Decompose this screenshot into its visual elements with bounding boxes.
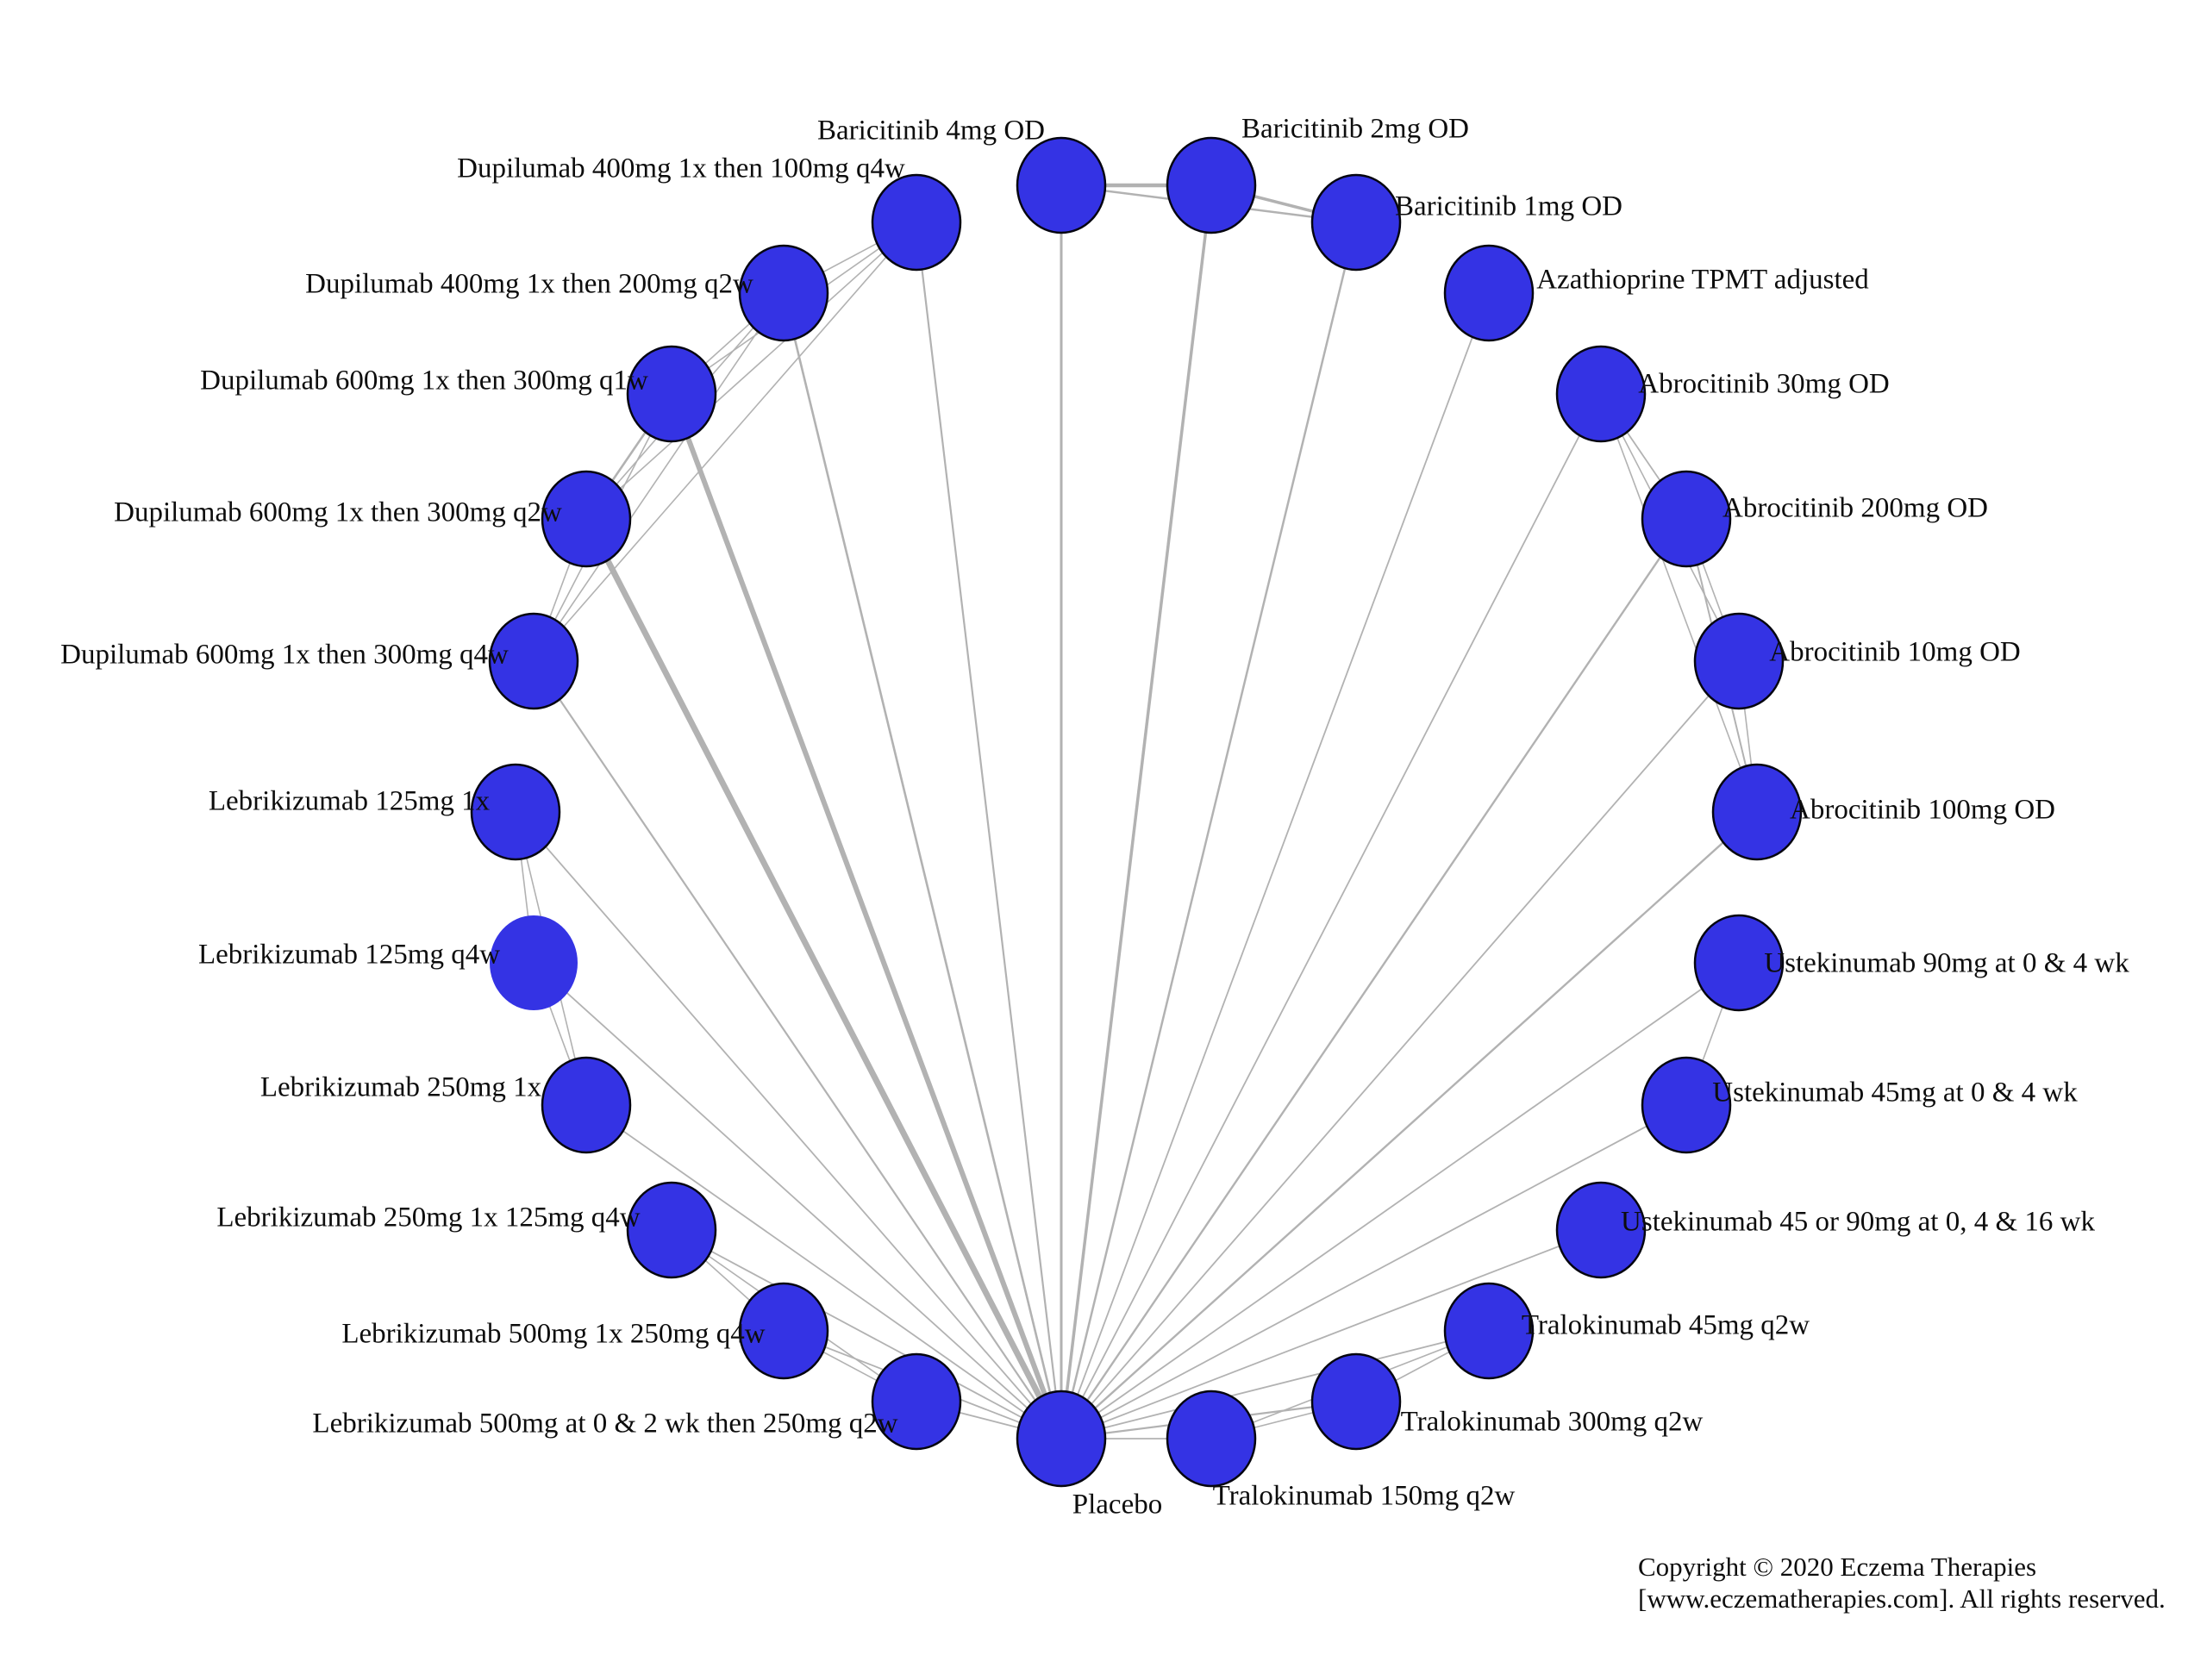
edge-ust90-placebo xyxy=(1060,962,1740,1440)
node-bari1 xyxy=(1310,173,1402,272)
edge-ust45-placebo xyxy=(1060,1104,1687,1440)
node-tral45 xyxy=(1443,1282,1535,1380)
node-layer xyxy=(470,136,1803,1488)
edge-leb125x1-placebo xyxy=(515,811,1062,1440)
node-label-tral300: Tralokinumab 300mg q2w xyxy=(1400,1406,1704,1438)
node-label-tral45: Tralokinumab 45mg q2w xyxy=(1521,1309,1810,1341)
copyright-text: Copyright © 2020 Eczema Therapies [www.e… xyxy=(1638,1551,2166,1614)
node-label-abro30: Abrocitinib 30mg OD xyxy=(1638,368,1890,400)
node-leb250x1 xyxy=(541,1056,632,1154)
node-label-leb250125: Lebrikizumab 250mg 1x 125mg q4w xyxy=(216,1202,641,1233)
node-label-leb250x1: Lebrikizumab 250mg 1x xyxy=(259,1071,542,1103)
edge-abro200-placebo xyxy=(1060,518,1687,1440)
edge-leb250125-placebo xyxy=(671,1229,1062,1440)
node-dup300q2 xyxy=(541,470,632,568)
node-dup300q1 xyxy=(626,345,717,443)
node-placebo xyxy=(1016,1390,1107,1488)
node-tral300 xyxy=(1310,1352,1402,1451)
node-leb125x1 xyxy=(470,763,561,861)
node-label-bari1: Baricitinib 1mg OD xyxy=(1395,190,1622,222)
node-label-bari2: Baricitinib 2mg OD xyxy=(1241,113,1469,145)
node-label-leb125x1: Lebrikizumab 125mg 1x xyxy=(208,785,491,817)
node-label-leb500250: Lebrikizumab 500mg 1x 250mg q4w xyxy=(341,1318,766,1350)
node-label-placebo: Placebo xyxy=(1072,1489,1163,1521)
node-dup300q4 xyxy=(488,612,579,710)
node-abro10 xyxy=(1693,612,1785,710)
node-label-abro100: Abrocitinib 100mg OD xyxy=(1790,794,2055,826)
node-label-leb125q4: Lebrikizumab 125mg q4w xyxy=(197,939,501,971)
node-aza xyxy=(1443,244,1535,342)
node-label-leb50002: Lebrikizumab 500mg at 0 & 2 wk then 250m… xyxy=(312,1408,898,1440)
edge-bari2-placebo xyxy=(1060,184,1213,1440)
edge-abro30-abro100 xyxy=(1600,393,1758,813)
edge-tral45-placebo xyxy=(1060,1330,1490,1440)
edge-dup200q2-placebo xyxy=(782,292,1063,1440)
node-bari2 xyxy=(1166,136,1257,234)
node-label-dup300q1: Dupilumab 600mg 1x then 300mg q1w xyxy=(200,365,648,397)
node-leb250125 xyxy=(626,1181,717,1279)
node-ust45 xyxy=(1641,1056,1732,1154)
edge-dup200q2-dup300q4 xyxy=(533,292,785,662)
node-label-aza: Azathioprine TPMT adjusted xyxy=(1536,264,1869,296)
node-label-dup300q2: Dupilumab 600mg 1x then 300mg q2w xyxy=(114,497,562,528)
node-bari4 xyxy=(1016,136,1107,234)
node-label-dup100q4: Dupilumab 400mg 1x then 100mg q4w xyxy=(457,153,905,184)
node-leb500250 xyxy=(738,1282,829,1380)
edge-dup300q4-placebo xyxy=(533,660,1062,1440)
node-leb50002 xyxy=(871,1352,962,1451)
node-tral150 xyxy=(1166,1390,1257,1488)
node-abro100 xyxy=(1711,763,1803,861)
edge-abro30-placebo xyxy=(1060,393,1602,1440)
copyright-line-1: Copyright © 2020 Eczema Therapies xyxy=(1638,1552,2037,1582)
node-ust90 xyxy=(1693,914,1785,1012)
edge-dup100q4-placebo xyxy=(915,222,1063,1440)
node-dup200q2 xyxy=(738,244,829,342)
node-ust4590 xyxy=(1555,1181,1647,1279)
node-label-abro10: Abrocitinib 10mg OD xyxy=(1769,636,2021,668)
node-label-tral150: Tralokinumab 150mg q2w xyxy=(1212,1480,1516,1512)
edge-bari1-placebo xyxy=(1060,222,1358,1440)
node-leb125q4 xyxy=(490,915,578,1010)
node-label-ust4590: Ustekinumab 45 or 90mg at 0, 4 & 16 wk xyxy=(1621,1206,2095,1238)
edge-dup100q4-dup300q4 xyxy=(533,222,917,662)
edge-dup300q1-placebo xyxy=(669,392,1064,1440)
edge-dup300q2-placebo xyxy=(583,517,1065,1440)
edge-aza-placebo xyxy=(1060,292,1490,1440)
edge-ust4590-placebo xyxy=(1060,1229,1602,1440)
node-label-abro200: Abrocitinib 200mg OD xyxy=(1722,492,1988,524)
node-label-ust90: Ustekinumab 90mg at 0 & 4 wk xyxy=(1764,947,2129,979)
copyright-line-2: [www.eczematherapies.com]. All rights re… xyxy=(1638,1583,2166,1614)
edge-dup100q4-dup300q2 xyxy=(585,222,917,520)
node-abro200 xyxy=(1641,470,1732,568)
edge-abro10-placebo xyxy=(1060,660,1740,1440)
node-label-dup300q4: Dupilumab 600mg 1x then 300mg q4w xyxy=(60,639,509,671)
edge-leb250x1-placebo xyxy=(585,1104,1062,1440)
node-label-bari4: Baricitinib 4mg OD xyxy=(817,115,1045,147)
node-abro30 xyxy=(1555,345,1647,443)
node-dup100q4 xyxy=(871,173,962,272)
node-label-dup200q2: Dupilumab 400mg 1x then 200mg q2w xyxy=(305,268,753,300)
edge-abro100-placebo xyxy=(1060,811,1758,1440)
node-label-ust45: Ustekinumab 45mg at 0 & 4 wk xyxy=(1712,1077,2078,1109)
edge-leb125q4-placebo xyxy=(533,962,1062,1440)
